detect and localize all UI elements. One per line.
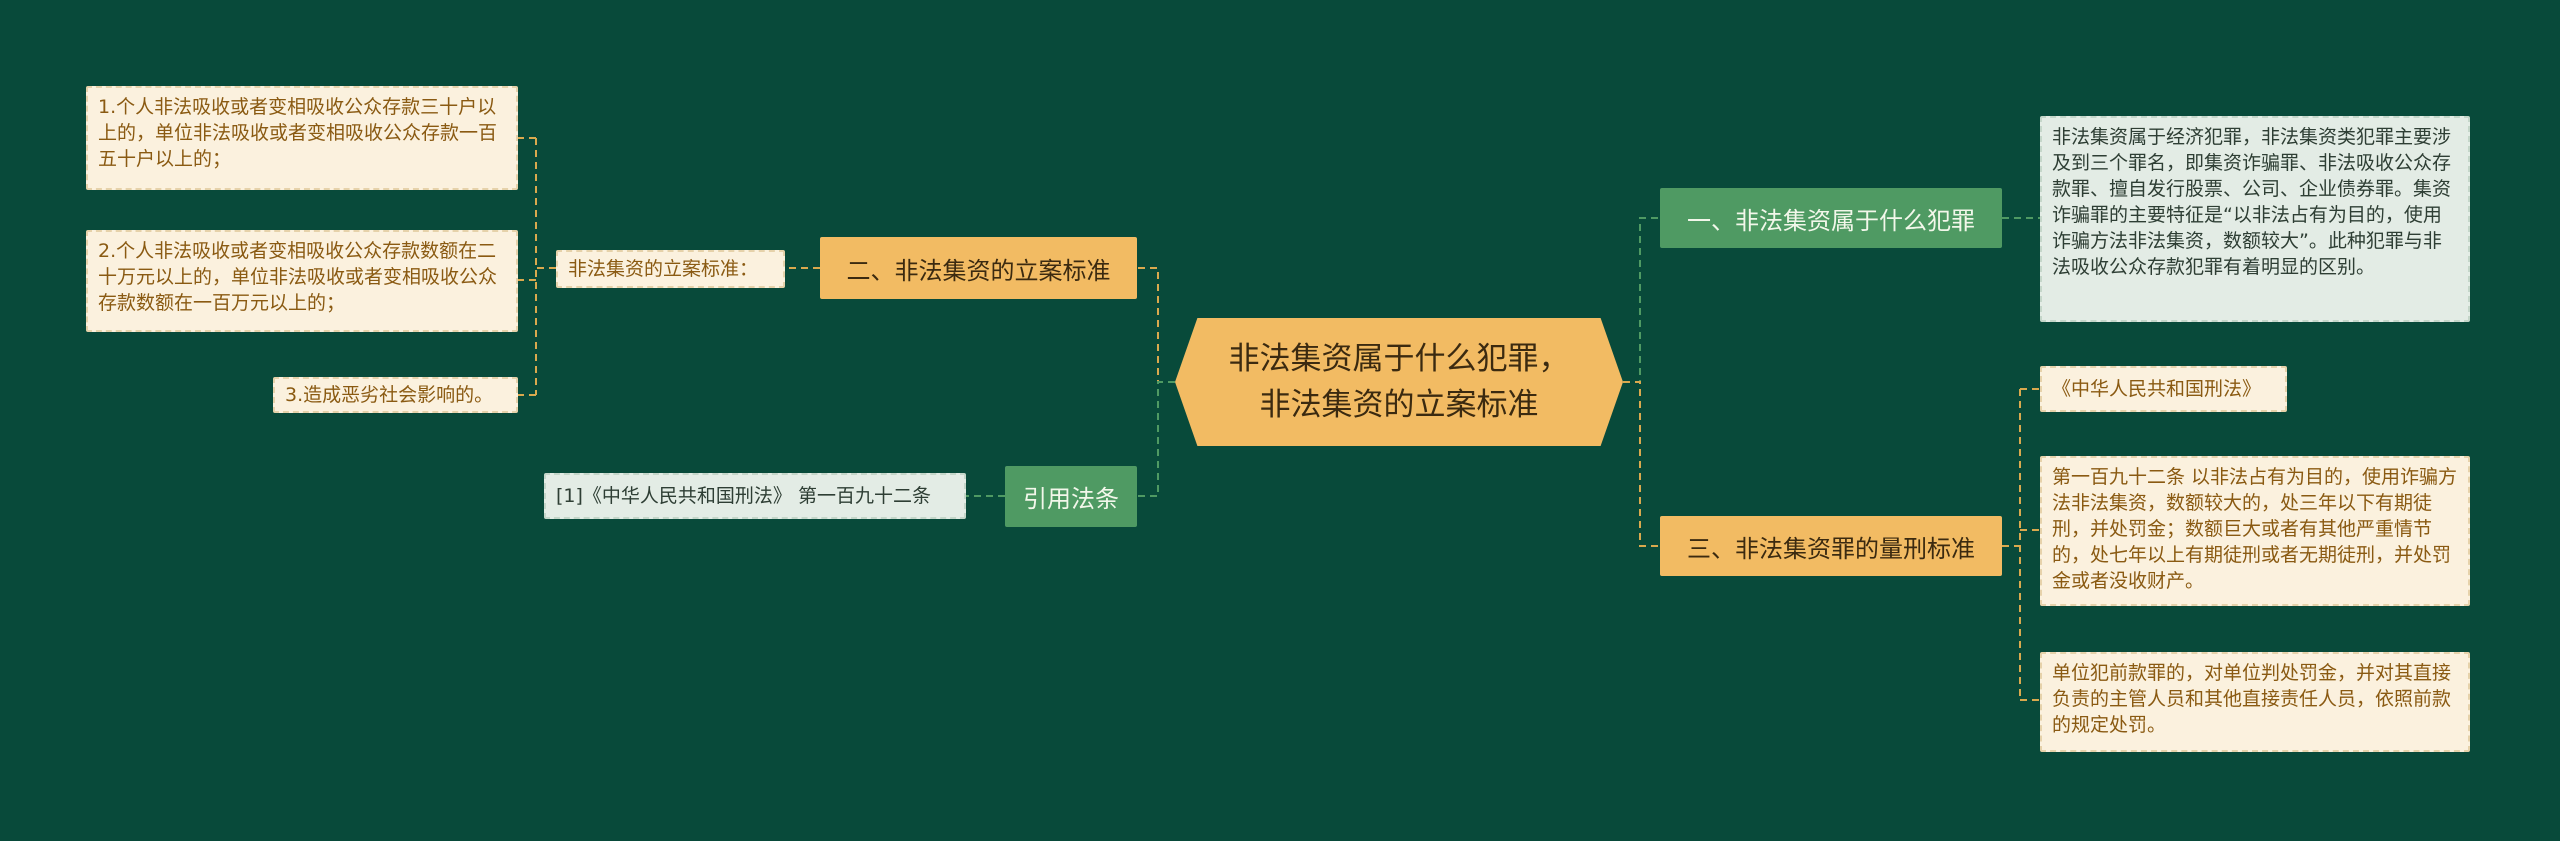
link-center-b3 [1623,381,1660,547]
link-center-b1 [1623,217,1660,383]
link-mid-items [518,137,556,396]
link-b3-leaves [2002,388,2040,701]
leaf-filing-item-3[interactable]: 3.造成恶劣社会影响的。 [273,377,518,413]
leaf-filing-item-2[interactable]: 2.个人非法吸收或者变相吸收公众存款数额在二十万元以上的，单位非法吸收或者变相吸… [86,230,518,332]
link-center-b2 [1137,267,1175,383]
leaf-crime-type-description[interactable]: 非法集资属于经济犯罪，非法集资类犯罪主要涉及到三个罪名，即集资诈骗罪、非法吸收公… [2040,116,2470,322]
link-center-b4 [1137,381,1175,497]
leaf-filing-standard-heading[interactable]: 非法集资的立案标准： [556,250,785,288]
branch-crime-type[interactable]: 一、非法集资属于什么犯罪 [1660,188,2002,248]
branch-sentencing-standard[interactable]: 三、非法集资罪的量刑标准 [1660,516,2002,576]
leaf-unit-penalty[interactable]: 单位犯前款罪的，对单位判处罚金，并对其直接负责的主管人员和其他直接责任人员，依照… [2040,652,2470,752]
leaf-filing-item-1[interactable]: 1.个人非法吸收或者变相吸收公众存款三十户以上的，单位非法吸收或者变相吸收公众存… [86,86,518,190]
leaf-criminal-law-title[interactable]: 《中华人民共和国刑法》 [2040,366,2287,412]
leaf-article-192[interactable]: 第一百九十二条 以非法占有为目的，使用诈骗方法非法集资，数额较大的，处三年以下有… [2040,456,2470,606]
branch-cited-law[interactable]: 引用法条 [1005,466,1137,527]
leaf-citation-reference[interactable]: [1]《中华人民共和国刑法》 第一百九十二条 [544,473,966,519]
center-topic[interactable]: 非法集资属于什么犯罪，非法集资的立案标准 [1175,318,1623,446]
branch-filing-standard[interactable]: 二、非法集资的立案标准 [820,237,1137,299]
